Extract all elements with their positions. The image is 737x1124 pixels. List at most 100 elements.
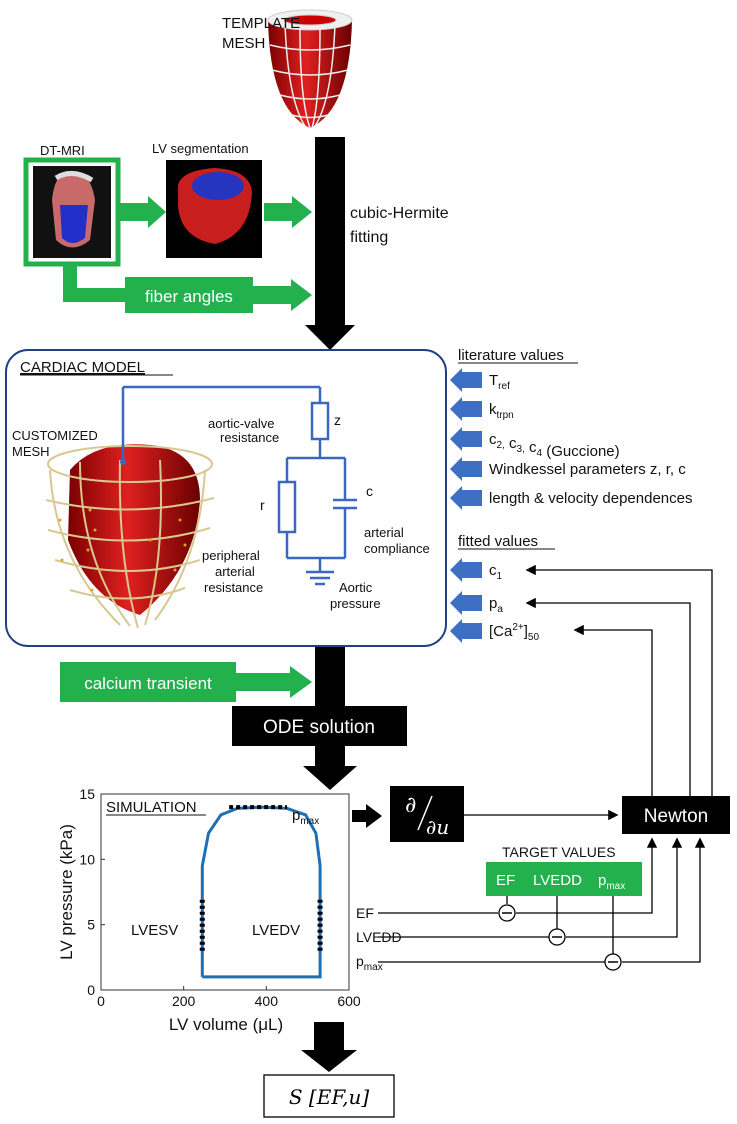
literature-item-4: length & velocity dependences (489, 490, 692, 507)
literature-values-heading: literature values (458, 347, 564, 364)
cubic-hermite-label-1: cubic-Hermite (350, 205, 449, 222)
fitted-values-heading: fitted values (458, 533, 538, 550)
arrow-to-score-head (301, 1050, 357, 1072)
green-arrow-seg-to-fitting (264, 196, 312, 228)
fitted-arrow-0 (450, 558, 482, 582)
literature-arrow-2 (450, 427, 482, 451)
customized-mesh-heart (45, 444, 215, 629)
target-ef: EF (496, 872, 515, 889)
flow-arrow-to-simulation (303, 766, 357, 790)
x-tick-label: 600 (337, 993, 361, 1009)
cubic-hermite-label-2: fitting (350, 229, 388, 246)
target-lvedd: LVEDD (533, 872, 582, 889)
fitted-arrow-2 (450, 619, 482, 643)
customized-mesh-label-1: CUSTOMIZED (12, 428, 98, 443)
derivative-box (390, 786, 464, 842)
peripheral-label-3: resistance (204, 580, 263, 595)
calcium-transient-box (60, 662, 236, 702)
newton-label: Newton (644, 806, 708, 827)
customized-mesh-label-2: MESH (12, 444, 50, 459)
fitted-item-2: [Ca2+]50 (489, 622, 539, 643)
c-label: c (366, 483, 373, 499)
literature-values-list: Tref ktrpn c2, c3, c4 (Guccione)Windkessel… (450, 368, 692, 510)
arrow-sim-to-derivative (352, 804, 382, 828)
green-arrow-dtmri-to-seg (120, 196, 166, 228)
newton-feedback-lines (525, 564, 713, 796)
template-mesh-heart (267, 9, 353, 129)
ode-solution-label: ODE solution (263, 717, 375, 738)
peripheral-label-2: arterial (215, 564, 255, 579)
target-values-heading: TARGET VALUES (502, 844, 616, 860)
y-tick-label: 10 (79, 851, 95, 867)
windkessel-circuit (121, 385, 357, 586)
aortic-valve-label-1: aortic-valve (208, 416, 274, 431)
fitted-item-1: pa (489, 595, 503, 615)
literature-item-1: ktrpn (489, 401, 514, 421)
template-mesh-label-1: TEMPLATE (222, 15, 300, 32)
score-box (263, 1074, 395, 1118)
arrow-to-score-shaft (314, 1022, 344, 1052)
derivative-numerator: ∂ (405, 793, 416, 818)
literature-item-3: Windkessel parameters z, r, c (489, 461, 686, 478)
pv-loop-chart: 0 5 10 15 0 200 400 600 (79, 786, 360, 1009)
ode-solution-box (232, 706, 407, 746)
literature-arrow-0 (450, 368, 482, 392)
x-tick-label: 0 (97, 993, 105, 1009)
y-ticks: 0 5 10 15 (79, 786, 105, 998)
y-tick-label: 5 (87, 917, 95, 933)
cardiac-model-title: CARDIAC MODEL (20, 359, 145, 376)
fiber-angles-box (125, 277, 253, 313)
comparison-lines (378, 837, 706, 963)
main-flow-arrow-shaft (315, 137, 345, 327)
literature-arrow-3 (450, 457, 482, 481)
x-tick-label: 200 (172, 993, 196, 1009)
main-flow-arrow-head (305, 325, 355, 350)
derivative-denominator: ∂u (426, 815, 449, 839)
fitted-item-0: c1 (489, 562, 503, 582)
difference-nodes (498, 904, 622, 971)
green-arrow-calcium-to-ode (236, 666, 312, 698)
y-tick-label: 0 (87, 982, 95, 998)
peripheral-label-1: peripheral (202, 548, 260, 563)
dtmri-label: DT-MRI (40, 143, 85, 158)
green-arrow-dtmri-down-to-fiber (63, 264, 125, 302)
x-axis-label: LV volume (μL) (169, 1015, 283, 1034)
y-axis-label: LV pressure (kPa) (57, 824, 76, 960)
x-ticks: 0 200 400 600 (97, 986, 361, 1009)
fitted-values-list: c1 pa [Ca2+]50 (450, 558, 539, 643)
ef-label: EF (356, 905, 374, 921)
lvedv-label: LVEDV (252, 922, 300, 939)
y-tick-label: 15 (79, 786, 95, 802)
aortic-pressure-label-1: Aortic (339, 580, 373, 595)
r-label: r (260, 497, 265, 513)
template-mesh-label-2: MESH (222, 35, 265, 52)
z-label: z (334, 412, 341, 428)
plot-pmax-label: pmax (292, 807, 319, 827)
aortic-valve-label-2: resistance (220, 430, 279, 445)
lvedd-label: LVEDD (356, 929, 402, 945)
lv-segmentation-label: LV segmentation (152, 141, 249, 156)
literature-item-0: Tref (489, 372, 510, 392)
score-label: S [EF,u] (289, 1085, 369, 1109)
lvesv-label: LVESV (131, 922, 178, 939)
target-pmax: pmax (598, 872, 625, 892)
arterial-compliance-label-2: compliance (364, 541, 430, 556)
literature-arrow-4 (450, 486, 482, 510)
green-arrow-fiber-to-fitting (253, 279, 312, 311)
literature-arrow-1 (450, 397, 482, 421)
simulation-title: SIMULATION (106, 799, 197, 816)
newton-box (622, 796, 730, 834)
target-values-box (486, 862, 642, 896)
pmax-label: pmax (356, 953, 383, 973)
flow-arrow-to-ode (315, 647, 345, 707)
x-tick-label: 400 (255, 993, 279, 1009)
arterial-compliance-label-1: arterial (364, 525, 404, 540)
aortic-pressure-label-2: pressure (330, 596, 381, 611)
fitted-arrow-1 (450, 591, 482, 615)
literature-item-2: c2, c3, c4 (Guccione) (489, 431, 620, 460)
calcium-transient-label: calcium transient (84, 674, 212, 693)
fiber-angles-label: fiber angles (145, 287, 233, 306)
pv-annotations (199, 805, 323, 951)
plot-area (100, 793, 350, 991)
